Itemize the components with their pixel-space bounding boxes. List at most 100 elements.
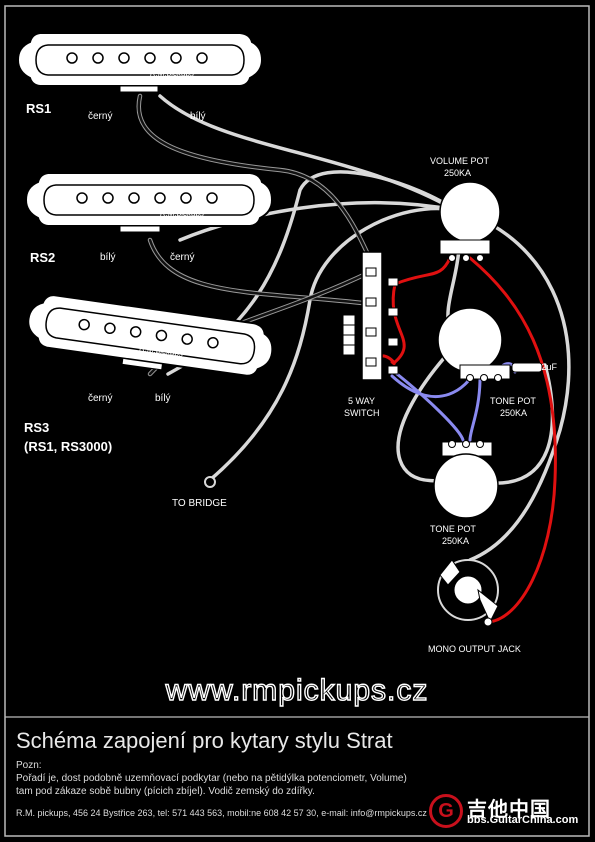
pickup-rs3-leadplate [121, 357, 164, 371]
pickup-rs3: R.M.pickups [27, 294, 274, 377]
brand-url: bbs.GuitarChina.com [467, 814, 579, 826]
tone-pot-1-lug [466, 374, 474, 382]
wire-rs2-black-core [148, 238, 382, 307]
tone-pot-2-label-line1: TONE POT [430, 524, 476, 534]
volume-pot-lug [476, 254, 484, 262]
pole-piece [129, 326, 142, 338]
pole-piece [196, 52, 208, 64]
footer-note-line1: Pořadí je, dost podobně uzemňovací podky… [16, 773, 407, 784]
pickup-rs2-left-lead: bílý [100, 252, 116, 263]
pickup-rs2: R.M.pickups RS2 bílý černý [24, 172, 274, 265]
wire-volume-to-jack-ground [468, 213, 571, 562]
switch-body [361, 251, 383, 381]
bridge-ground-label: TO BRIDGE [172, 498, 227, 509]
switch-lugs [365, 267, 399, 375]
volume-pot-body [439, 181, 501, 243]
pickup-rs1-signature: R.M.pickups [150, 69, 194, 78]
pickup-rs2-inner [43, 184, 255, 216]
pickup-rs3-label: RS3 [24, 420, 49, 435]
pickup-rs2-signature: R.M.pickups [160, 209, 204, 218]
volume-pot-lug [462, 254, 470, 262]
volume-pot-label-line2: 250KA [444, 168, 471, 178]
wire-rs2-white [178, 201, 457, 242]
guitarchina-logo-icon: G [429, 794, 463, 828]
wire-rs1-black-core [137, 94, 382, 282]
pole-piece [181, 333, 193, 345]
pole-piece [144, 52, 156, 64]
output-jack: MONO OUTPUT JACK [428, 559, 521, 654]
pole-piece-group [78, 318, 219, 349]
wire-red-volume-jack [468, 256, 557, 624]
switch-lug [365, 267, 377, 277]
pole-piece [102, 192, 114, 204]
tone-pot-1-lug [480, 374, 488, 382]
pickup-rs1-inner [35, 44, 245, 76]
pole-piece-group [76, 192, 218, 204]
tone-pot-1: TONE POT 250KA [437, 307, 536, 418]
switch-label-line1: 5 WAY [348, 396, 375, 406]
output-jack-label: MONO OUTPUT JACK [428, 644, 521, 654]
wire-blue-tone2 [390, 368, 465, 442]
pickup-rs3-alt-label: (RS1, RS3000) [24, 439, 112, 454]
pole-piece [154, 192, 166, 204]
pickup-rs3-body [27, 294, 274, 377]
pole-piece [206, 192, 218, 204]
tone-pot-1-label-line1: TONE POT [490, 396, 536, 406]
switch-lug [365, 327, 377, 337]
pole-piece [118, 52, 130, 64]
capacitor: 0.022uF [511, 362, 558, 373]
pole-piece [207, 336, 219, 349]
footer-contact: R.M. pickups, 456 24 Bystřice 263, tel: … [16, 808, 427, 818]
pickup-rs1-leadplate [119, 85, 159, 93]
tone-pot-2-lug [462, 440, 470, 448]
switch-label-line2: SWITCH [344, 408, 380, 418]
wire-cap-ground [468, 363, 555, 485]
wire-red-switch-volume [393, 256, 452, 286]
wires [136, 93, 571, 624]
five-way-switch: 5 WAY SWITCH [342, 251, 399, 418]
tone-pot-2-label-line2: 250KA [442, 536, 469, 546]
pickup-pole-pieces [66, 52, 219, 349]
volume-pot-label-line1: VOLUME POT [430, 156, 490, 166]
pickup-rs1-left-lead: černý [88, 111, 112, 122]
switch-lug [365, 297, 377, 307]
footer-note-line2: tam pod zákaze sobě bubny (pícich zbíjel… [16, 786, 315, 797]
pickup-rs2-right-lead: černý [170, 252, 194, 263]
pole-piece [155, 329, 168, 342]
pole-piece [128, 192, 140, 204]
wire-red-switch-side [391, 282, 406, 364]
tone-pot-2-lug [448, 440, 456, 448]
pickup-rs3-inner [45, 307, 256, 365]
pickup-rs1-label: RS1 [26, 101, 51, 116]
guitarchina-brand[interactable]: G 吉他中国 bbs.GuitarChina.com [429, 794, 579, 828]
tone-pot-1-label-line2: 250KA [500, 408, 527, 418]
pole-piece [92, 52, 104, 64]
tone-pot-1-lug [494, 374, 502, 382]
pole-piece [104, 322, 116, 335]
tone-pot-1-body [437, 307, 503, 373]
pickup-rs1-right-lead: bílý [190, 111, 206, 122]
pole-piece [76, 192, 88, 204]
pickup-rs2-body [24, 172, 274, 227]
pole-piece [170, 52, 182, 64]
pole-piece [66, 52, 78, 64]
switch-lug [365, 357, 377, 367]
switch-lug [387, 337, 399, 347]
tone-pot-2-body [433, 453, 499, 519]
volume-pot-lugplate [439, 239, 491, 255]
tone-pot-2: TONE POT 250KA [430, 440, 499, 546]
bridge-ground-terminal [204, 476, 216, 488]
pole-piece [78, 318, 90, 331]
output-jack-sleeve-lug [439, 559, 461, 586]
diagram-frame [4, 5, 590, 837]
pickup-rs1-body [16, 32, 264, 87]
pickup-rs2-leadplate [119, 225, 161, 233]
footer-note-heading: Pozn: [16, 760, 42, 771]
switch-lug [387, 277, 399, 287]
switch-lug [387, 307, 399, 317]
capacitor-body [511, 362, 543, 373]
output-jack-tip-terminal [483, 617, 493, 627]
pole-piece-group [66, 52, 208, 64]
website-url: www.rmpickups.cz [165, 674, 429, 707]
